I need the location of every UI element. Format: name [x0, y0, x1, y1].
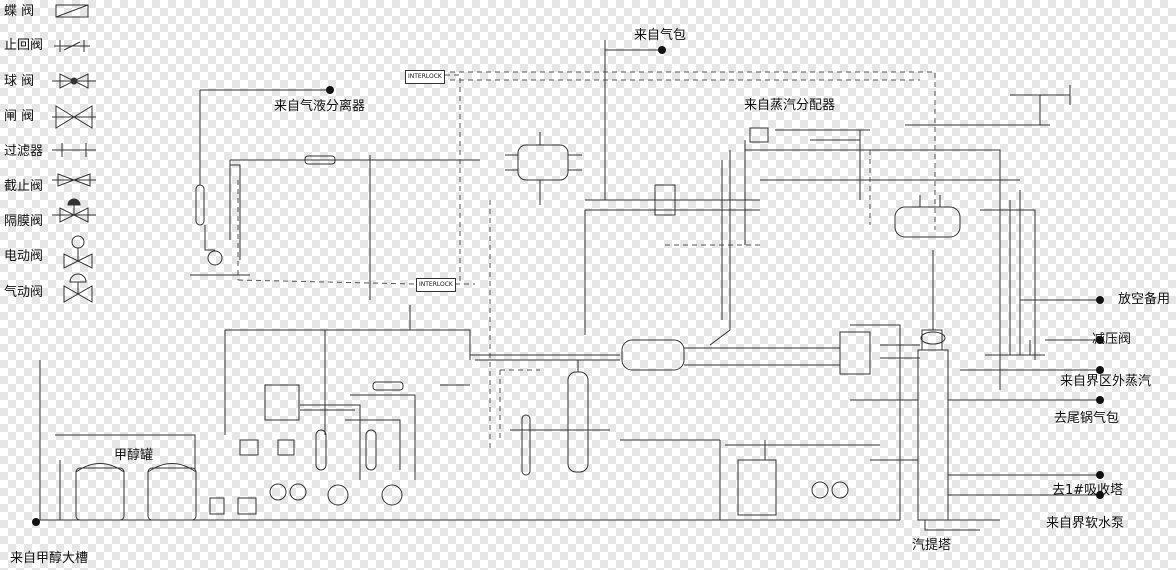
interlock-box-top: INTERLOCK	[405, 70, 445, 84]
methanol-tank-1	[75, 463, 125, 521]
check-valve-icon	[54, 40, 90, 52]
legend-ball-valve-label: 球 阀	[4, 74, 35, 89]
label-to-absorber: 去1#吸收塔	[1052, 483, 1124, 498]
pneumatic-valve-icon	[63, 273, 93, 303]
terminal-dots	[32, 46, 1104, 526]
legend-check-valve-label: 止回阀	[4, 38, 44, 53]
legend-filter-label: 过滤器	[4, 144, 44, 159]
label-outside-steam-in: 来自界区外蒸汽	[1060, 374, 1152, 389]
label-separator-in: 来自气液分离器	[274, 99, 366, 114]
legend-gate-valve-label: 闸 阀	[4, 109, 35, 124]
label-drum-in: 来自气包	[634, 28, 687, 43]
interlock-box-bottom: INTERLOCK	[416, 278, 456, 292]
label-to-waste-boiler-drum: 去尾锅气包	[1054, 411, 1120, 426]
methanol-tank-2	[147, 463, 197, 521]
label-soft-water-in: 来自界软水泵	[1046, 516, 1125, 531]
heat-exchanger-main	[621, 331, 871, 375]
label-stripping-tower: 汽提塔	[912, 538, 952, 553]
label-methanol-tank: 甲醇罐	[114, 448, 154, 463]
label-methanol-big-tank-in: 来自甲醇大槽	[10, 551, 89, 566]
ball-valve-icon	[52, 73, 96, 89]
heat-exchanger-top	[505, 132, 582, 205]
electric-valve-icon	[63, 235, 93, 269]
stripping-tower-shape	[917, 250, 949, 521]
legend-electric-valve-label: 电动阀	[4, 249, 44, 264]
gate-valve-icon	[52, 105, 96, 129]
label-distributor-in: 来自蒸汽分配器	[744, 98, 836, 113]
interlock-dashed-lines	[237, 71, 936, 450]
legend-globe-valve-label: 截止阀	[4, 179, 44, 194]
legend-pneumatic-valve-label: 气动阀	[4, 285, 44, 300]
label-pressure-reducing-valve: 减压阀	[1092, 332, 1132, 347]
legend-diaphragm-valve-label: 隔膜阀	[4, 214, 44, 229]
diaphragm-valve-icon	[52, 198, 96, 223]
butterfly-valve-icon	[55, 4, 89, 18]
legend-butterfly-valve-label: 蝶 阀	[4, 4, 35, 19]
label-vent-spare: 放空备用	[1118, 292, 1171, 307]
steam-drum	[894, 195, 961, 238]
globe-valve-icon	[52, 173, 96, 187]
filter-icon	[52, 143, 96, 157]
